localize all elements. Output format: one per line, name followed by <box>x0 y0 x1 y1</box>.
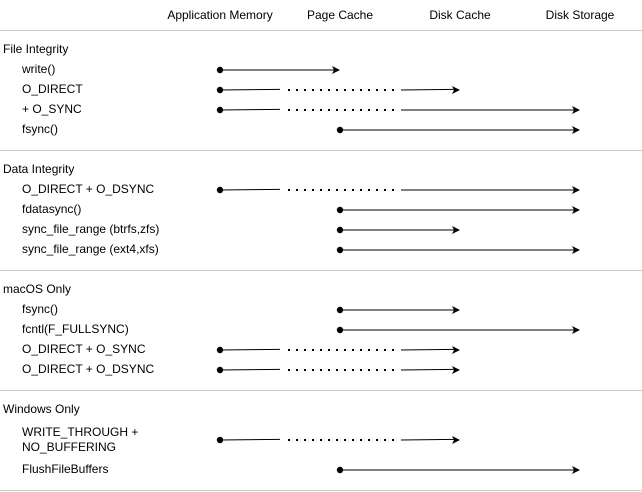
arrowhead <box>452 86 460 94</box>
row-label: write() <box>22 62 55 77</box>
flow-arrow <box>216 366 460 374</box>
section-title: File Integrity <box>3 42 69 56</box>
arrowhead <box>572 246 580 254</box>
solid-segment <box>400 88 455 91</box>
column-header-1: Page Cache <box>306 8 374 22</box>
flow-arrow <box>336 206 580 214</box>
row-label: O_DIRECT <box>22 82 83 97</box>
arrowhead <box>452 306 460 314</box>
flow-arrow <box>216 436 460 444</box>
arrowhead <box>452 436 460 444</box>
row-label-line: fdatasync() <box>22 202 82 216</box>
row-label: fsync() <box>22 302 58 317</box>
flow-arrow <box>336 466 580 474</box>
arrowhead <box>572 206 580 214</box>
section-title: Windows Only <box>3 402 80 416</box>
section-title: macOS Only <box>3 282 72 296</box>
flow-arrow <box>336 126 580 134</box>
row-label-line: O_DIRECT + O_DSYNC <box>22 362 155 376</box>
solid-segment <box>400 348 455 351</box>
row-label: fcntl(F_FULLSYNC) <box>22 322 129 337</box>
row-label: O_DIRECT + O_DSYNC <box>22 362 154 377</box>
flow-arrow <box>216 66 340 74</box>
arrowhead <box>572 326 580 334</box>
row-label-line: sync_file_range (btrfs,zfs) <box>22 222 160 236</box>
arrowhead <box>452 226 460 234</box>
flow-arrow <box>216 346 460 354</box>
solid-segment <box>219 368 281 371</box>
column-header-2: Disk Cache <box>429 8 491 22</box>
row-label-line: O_DIRECT + O_SYNC <box>22 342 146 356</box>
row-label: WRITE_THROUGH +NO_BUFFERING <box>22 425 138 455</box>
row-label: sync_file_range (btrfs,zfs) <box>22 222 159 237</box>
flow-arrow <box>336 306 460 314</box>
arrowhead <box>572 126 580 134</box>
column-header-3: Disk Storage <box>545 8 615 22</box>
row-label: sync_file_range (ext4,xfs) <box>22 242 159 257</box>
arrowhead <box>332 66 340 74</box>
arrowhead <box>572 106 580 114</box>
row-label-line: NO_BUFFERING <box>22 440 117 454</box>
arrowhead <box>572 466 580 474</box>
row-label: O_DIRECT + O_DSYNC <box>22 182 154 197</box>
row-label-line: sync_file_range (ext4,xfs) <box>22 242 159 256</box>
row-label: fsync() <box>22 122 58 137</box>
solid-segment <box>219 88 281 91</box>
flow-arrow <box>216 186 580 194</box>
solid-segment <box>219 188 281 191</box>
solid-segment <box>219 438 281 441</box>
row-label-line: O_DIRECT <box>22 82 83 96</box>
row-label-line: + O_SYNC <box>22 102 82 116</box>
column-header-0: Application Memory <box>167 8 273 22</box>
solid-segment <box>219 348 281 351</box>
arrowhead <box>572 186 580 194</box>
arrowhead <box>452 366 460 374</box>
row-label-line: WRITE_THROUGH + <box>22 425 139 439</box>
arrowhead <box>452 346 460 354</box>
flow-arrow <box>336 226 460 234</box>
row-label: FlushFileBuffers <box>22 462 108 477</box>
row-label: O_DIRECT + O_SYNC <box>22 342 145 357</box>
flow-arrow <box>216 86 460 94</box>
solid-segment <box>219 108 281 111</box>
row-label-line: O_DIRECT + O_DSYNC <box>22 182 155 196</box>
flow-arrow <box>336 326 580 334</box>
row-label: fdatasync() <box>22 202 81 217</box>
row-label-line: fcntl(F_FULLSYNC) <box>22 322 129 336</box>
flow-arrow <box>336 246 580 254</box>
flow-arrow <box>216 106 580 114</box>
row-label: + O_SYNC <box>22 102 82 117</box>
row-label-line: fsync() <box>22 302 58 316</box>
row-label-line: fsync() <box>22 122 58 136</box>
row-label-line: FlushFileBuffers <box>22 462 109 476</box>
row-label-line: write() <box>22 62 56 76</box>
solid-segment <box>400 438 455 441</box>
solid-segment <box>400 368 455 371</box>
section-title: Data Integrity <box>3 162 75 176</box>
